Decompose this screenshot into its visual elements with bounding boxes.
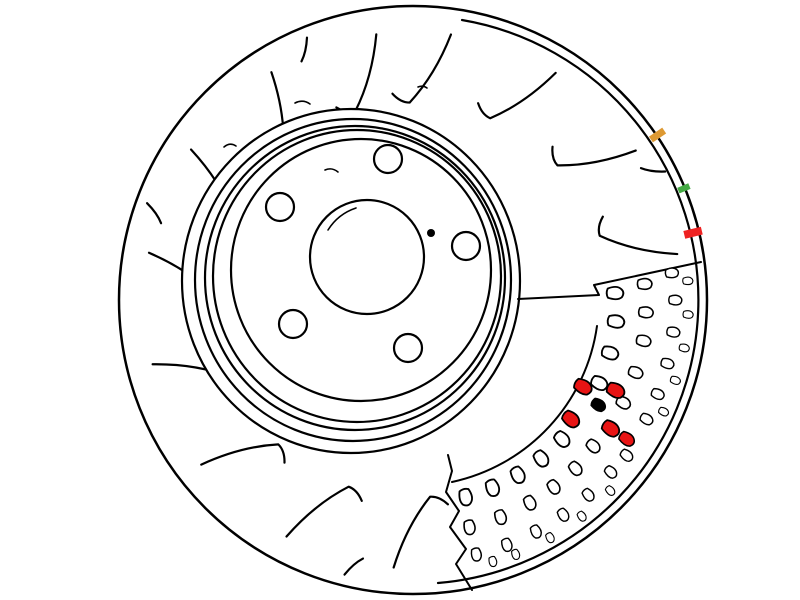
hub — [180, 107, 522, 455]
lug-hole — [372, 143, 404, 175]
vane-root-arc — [451, 325, 598, 483]
vent-vane — [637, 305, 655, 319]
wear-marker-green-swatch — [677, 183, 691, 194]
speck — [223, 143, 237, 148]
vent-vane — [682, 309, 694, 320]
speck — [294, 100, 311, 105]
wear-marker-orange — [648, 127, 667, 143]
wear-marker-red — [683, 226, 703, 239]
vent-vane — [664, 266, 680, 280]
wear-markers — [648, 127, 703, 239]
vent-vane — [605, 285, 625, 301]
hub-ring — [211, 128, 503, 424]
hub-face-edge — [229, 137, 493, 403]
wear-marker-orange-swatch — [648, 127, 667, 143]
lug-hole — [277, 308, 309, 340]
speck — [417, 85, 428, 89]
vent-vane — [668, 294, 683, 306]
center-bore — [308, 198, 426, 316]
pilot-dot — [427, 229, 435, 237]
vent-vane — [681, 276, 694, 286]
rim-inner-edge — [436, 18, 700, 585]
vent-vane — [636, 277, 654, 291]
lug-hole — [392, 332, 424, 364]
speck — [324, 168, 339, 173]
rotor-linework — [117, 4, 709, 596]
sketch-specks — [223, 85, 428, 173]
hub-ring — [193, 117, 513, 443]
cutaway-lower-edge — [445, 454, 473, 591]
lug-hole — [450, 230, 482, 262]
lug-hole — [264, 191, 296, 223]
bore-chamfer-line — [327, 207, 357, 231]
cutaway-upper-edge — [517, 261, 702, 300]
wear-marker-green — [677, 183, 691, 194]
hub-ring — [203, 124, 507, 432]
wear-marker-red-swatch — [683, 226, 703, 239]
